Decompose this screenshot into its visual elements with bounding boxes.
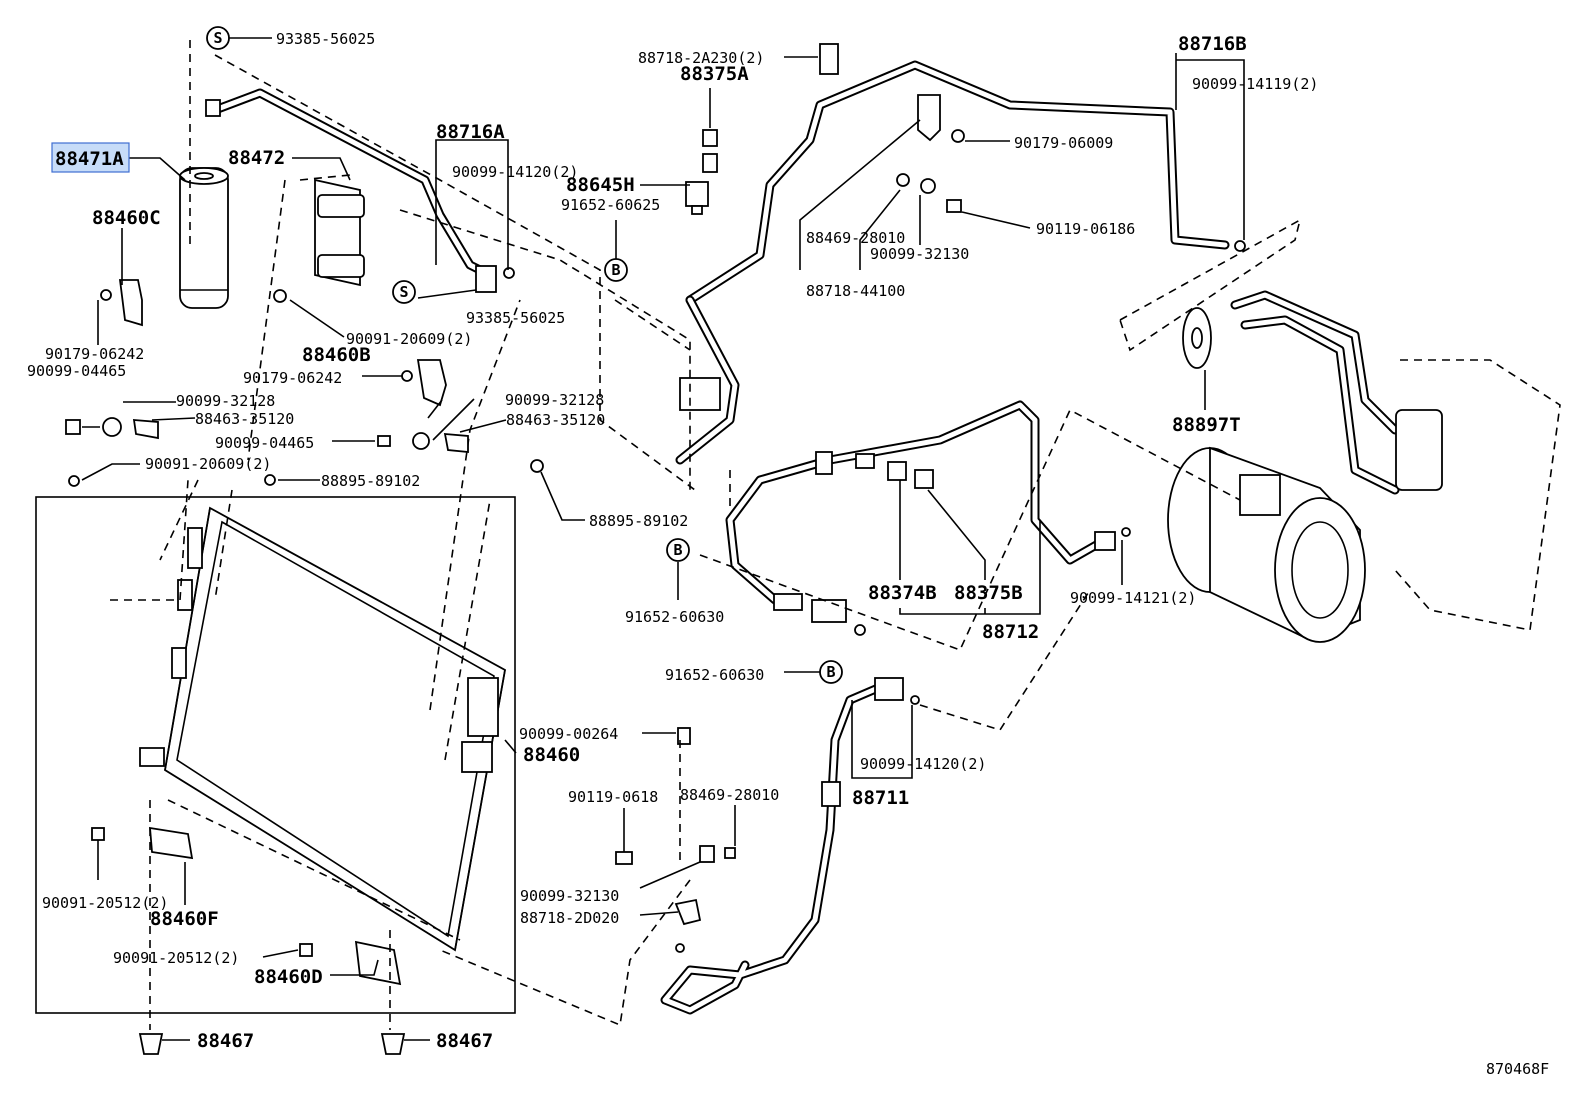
- callout-b-1: B: [604, 258, 628, 282]
- bracket-88460C[interactable]: [118, 279, 143, 327]
- label-90119-06186[interactable]: 90119-06186: [1036, 220, 1135, 238]
- liquid-pipe-88716A[interactable]: [205, 88, 515, 293]
- label-88467-a[interactable]: 88467: [197, 1030, 254, 1052]
- label-88374B[interactable]: 88374B: [868, 582, 937, 604]
- label-91652-60630-a[interactable]: 91652-60630: [625, 608, 724, 626]
- label-90179-06242-a[interactable]: 90179-06242: [45, 345, 144, 363]
- label-88469-28010-a[interactable]: 88469-28010: [806, 229, 905, 247]
- label-93385-56025-mid[interactable]: 93385-56025: [466, 309, 565, 327]
- label-90091-20512-b[interactable]: 90091-20512(2): [113, 949, 239, 967]
- label-90091-20609-a[interactable]: 90091-20609(2): [346, 330, 472, 348]
- label-88460F[interactable]: 88460F: [150, 908, 219, 930]
- pressure-switch-88645H[interactable]: [685, 43, 839, 215]
- label-90099-14120-a[interactable]: 90099-14120(2): [452, 163, 578, 181]
- leader-lines: [81, 37, 1245, 1041]
- label-88472[interactable]: 88472: [228, 147, 285, 169]
- label-88895-89102-b[interactable]: 88895-89102: [589, 512, 688, 530]
- label-90099-32128-b[interactable]: 90099-32128: [505, 391, 604, 409]
- label-90119-06186-b[interactable]: 90119-0618: [568, 788, 658, 806]
- selected-part-highlight: [51, 142, 130, 173]
- label-93385-56025-top[interactable]: 93385-56025: [276, 30, 375, 48]
- hardware-center: [896, 94, 965, 213]
- label-88645H[interactable]: 88645H: [566, 174, 635, 196]
- label-88460[interactable]: 88460: [523, 744, 580, 766]
- label-88718-2D020[interactable]: 88718-2D020: [520, 909, 619, 927]
- receiver-drier-88471A[interactable]: [179, 167, 229, 309]
- label-88467-b[interactable]: 88467: [436, 1030, 493, 1052]
- svg-text:B: B: [826, 663, 835, 681]
- hose-assembly-right[interactable]: [1182, 290, 1443, 495]
- bracket-88460B[interactable]: [416, 359, 447, 407]
- hardware-bottom-center: [615, 727, 736, 926]
- label-90099-04465-a[interactable]: 90099-04465: [27, 362, 126, 380]
- part-labels: 88471A 93385-56025 88460C 88472 88716A 9…: [27, 30, 1549, 1078]
- label-90099-32130-a[interactable]: 90099-32130: [870, 245, 969, 263]
- figure-code: 870468F: [1486, 1060, 1549, 1078]
- label-91652-60625[interactable]: 91652-60625: [561, 196, 660, 214]
- label-90179-06009[interactable]: 90179-06009: [1014, 134, 1113, 152]
- label-88711[interactable]: 88711: [852, 787, 909, 809]
- label-88469-28010-b[interactable]: 88469-28010: [680, 786, 779, 804]
- callout-b-3: B: [819, 660, 843, 684]
- label-88718-2A230[interactable]: 88718-2A230(2): [638, 49, 764, 67]
- callout-s-mid: S: [392, 280, 416, 304]
- label-88463-35120-a[interactable]: 88463-35120: [195, 410, 294, 428]
- label-88895-89102-a[interactable]: 88895-89102: [321, 472, 420, 490]
- dashed-guides: [149, 40, 1561, 1030]
- callout-s-top: S: [206, 26, 230, 50]
- label-88716B[interactable]: 88716B: [1178, 33, 1247, 55]
- label-90099-00264[interactable]: 90099-00264: [519, 725, 618, 743]
- discharge-hose-88711[interactable]: [660, 677, 920, 1015]
- service-valves[interactable]: [887, 461, 934, 489]
- label-88375B[interactable]: 88375B: [954, 582, 1023, 604]
- pipe-88716B[interactable]: [675, 60, 1246, 465]
- label-88716A[interactable]: 88716A: [436, 121, 505, 143]
- label-88712[interactable]: 88712: [982, 621, 1039, 643]
- label-90099-14120-b[interactable]: 90099-14120(2): [860, 755, 986, 773]
- label-88897T[interactable]: 88897T: [1172, 414, 1241, 436]
- label-90099-32130-b[interactable]: 90099-32130: [520, 887, 619, 905]
- label-91652-60630-b[interactable]: 91652-60630: [665, 666, 764, 684]
- compressor[interactable]: [1167, 446, 1366, 643]
- callout-b-2: B: [666, 538, 690, 562]
- label-90179-06242-b[interactable]: 90179-06242: [243, 369, 342, 387]
- svg-text:B: B: [611, 261, 620, 279]
- label-88460D[interactable]: 88460D: [254, 966, 323, 988]
- label-90099-32128-a[interactable]: 90099-32128: [176, 392, 275, 410]
- label-88460B[interactable]: 88460B: [302, 344, 371, 366]
- label-90091-20512-a[interactable]: 90091-20512(2): [42, 894, 168, 912]
- label-90099-04465-b[interactable]: 90099-04465: [215, 434, 314, 452]
- bracket-88472[interactable]: [314, 178, 365, 287]
- svg-text:S: S: [399, 283, 408, 301]
- label-88718-44100[interactable]: 88718-44100: [806, 282, 905, 300]
- condenser-88460[interactable]: [139, 506, 506, 952]
- label-88375A[interactable]: 88375A: [680, 63, 749, 85]
- condenser-group-box: [35, 496, 516, 1014]
- label-88460C[interactable]: 88460C: [92, 207, 161, 229]
- label-90091-20609-b[interactable]: 90091-20609(2): [145, 455, 271, 473]
- svg-text:S: S: [213, 29, 222, 47]
- label-90099-14119[interactable]: 90099-14119(2): [1192, 75, 1318, 93]
- hardware-left: [65, 289, 544, 1055]
- label-90099-14121[interactable]: 90099-14121(2): [1070, 589, 1196, 607]
- label-88463-35120-b[interactable]: 88463-35120: [506, 411, 605, 429]
- svg-text:B: B: [673, 541, 682, 559]
- label-88471A[interactable]: 88471A: [55, 148, 124, 170]
